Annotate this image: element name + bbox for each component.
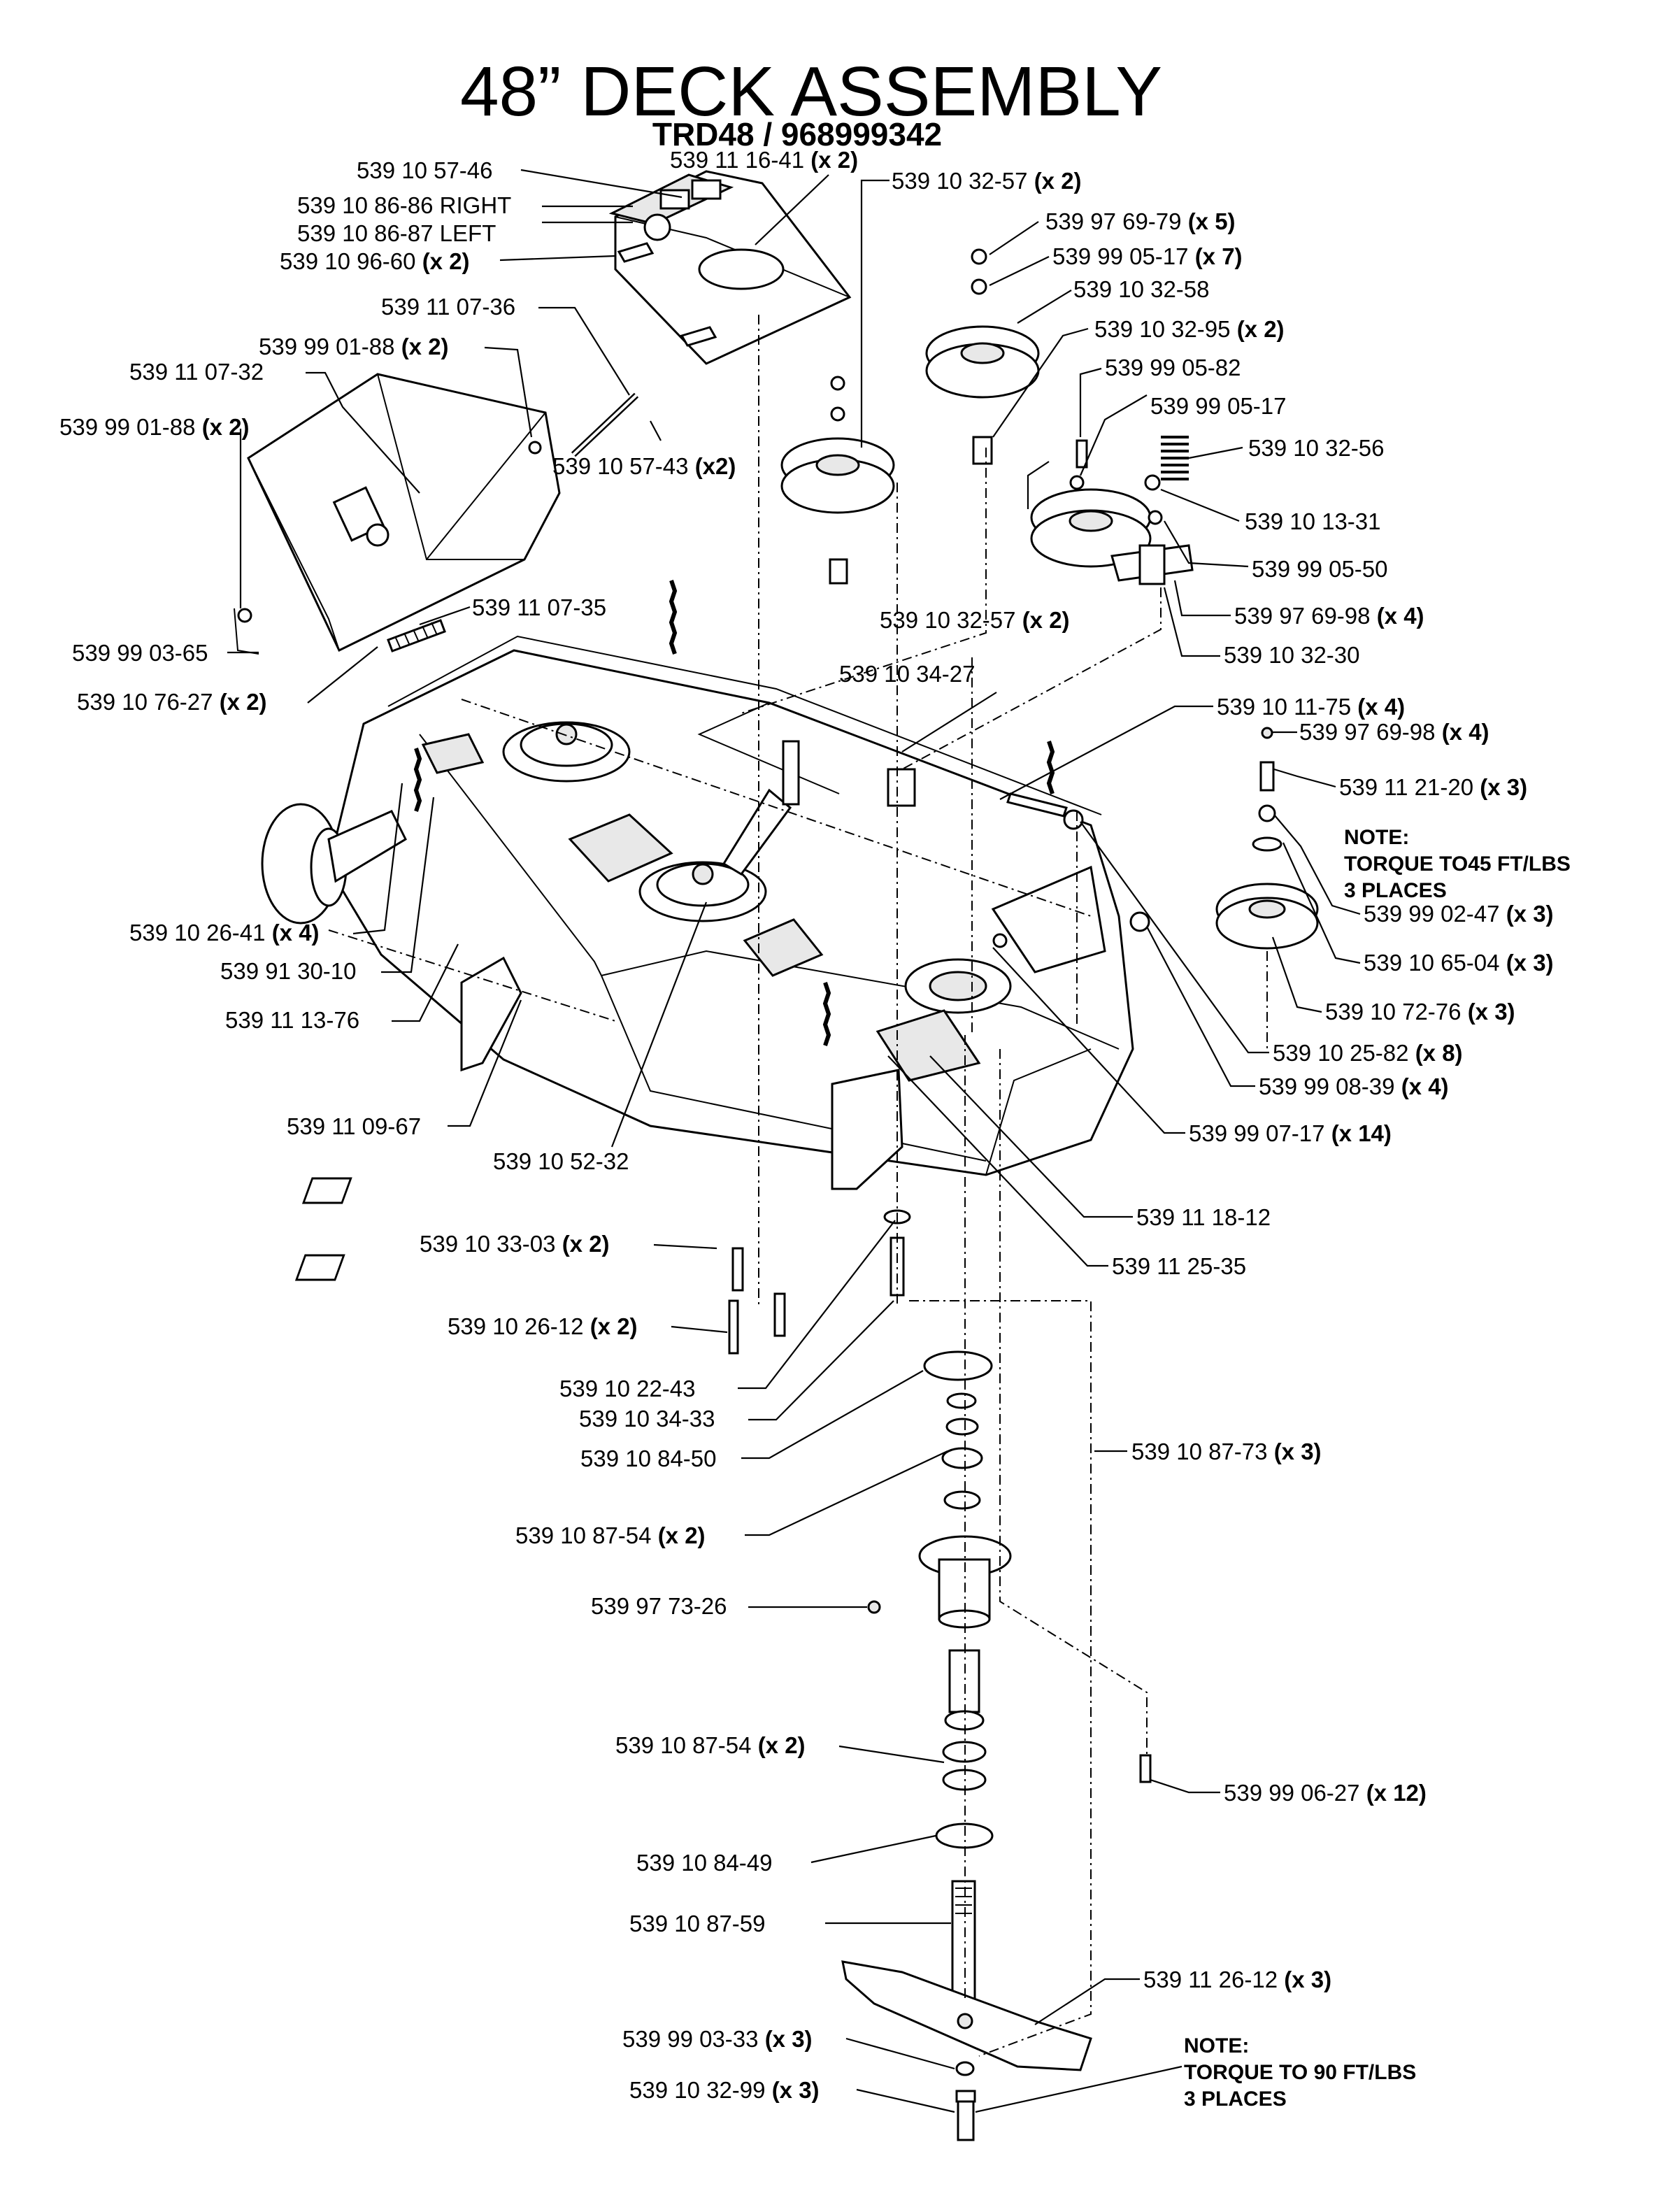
callout-label: 539 10 25-82 (x 8) (1273, 1040, 1463, 1066)
callout-label: 539 10 33-03 (x 2) (420, 1231, 610, 1257)
callout-label: 539 10 65-04 (x 3) (1364, 950, 1554, 976)
callout-label: 539 99 02-47 (x 3) (1364, 901, 1554, 927)
callout-label: 539 97 73-26 (591, 1593, 727, 1619)
callout-label: 539 99 03-65 (72, 640, 208, 666)
callout-label: 539 10 32-99 (x 3) (629, 2077, 820, 2103)
svg-text:3 PLACES: 3 PLACES (1344, 879, 1447, 902)
callout-label: 539 10 57-43 (x2) (552, 453, 736, 479)
callout-label: 539 99 05-17 (x 7) (1052, 243, 1243, 269)
callout-label: 539 10 11-75 (x 4) (1217, 694, 1405, 720)
callout-label: 539 11 07-35 (472, 594, 606, 620)
callout-label: 539 10 34-27 (839, 661, 976, 687)
callout-label: 539 97 69-79 (x 5) (1045, 208, 1236, 234)
callout-label: 539 99 03-33 (x 3) (622, 2026, 813, 2052)
callout-label: 539 10 86-87 LEFT (297, 220, 496, 246)
svg-text:3 PLACES: 3 PLACES (1184, 2088, 1287, 2111)
callout-label: 539 10 84-50 (580, 1446, 717, 1471)
svg-text:NOTE:: NOTE: (1184, 2034, 1249, 2057)
callout-label: 539 91 30-10 (220, 958, 357, 984)
callout-label: 539 97 69-98 (x 4) (1234, 603, 1424, 629)
callout-label: 539 10 87-54 (x 2) (615, 1732, 806, 1758)
callout-label: 539 11 16-41 (x 2) (670, 147, 858, 173)
callout-label: 539 11 07-36 (381, 294, 515, 320)
callout-label: 539 11 26-12 (x 3) (1143, 1967, 1331, 1992)
idler-pulley-assembly (780, 248, 1194, 807)
callout-labels: 539 10 57-46 539 11 16-41 (x 2) 539 10 3… (59, 147, 1554, 2103)
exploded-drawing (234, 170, 1319, 2141)
callout-label: 539 10 87-73 (x 3) (1131, 1439, 1322, 1464)
callout-label: 539 10 32-57 (x 2) (880, 607, 1070, 633)
belt-cover (608, 170, 852, 365)
callout-label: 539 10 87-54 (x 2) (515, 1522, 706, 1548)
callout-label: 539 97 69-98 (x 4) (1299, 719, 1489, 745)
callout-label: 539 11 21-20 (x 3) (1339, 774, 1527, 800)
callout-label: 539 10 32-58 (1073, 276, 1210, 302)
callout-label: 539 10 76-27 (x 2) (77, 689, 267, 715)
mower-deck (261, 580, 1134, 1190)
callout-label: 539 10 32-95 (x 2) (1094, 316, 1285, 342)
callout-label: 539 99 01-88 (x 2) (259, 334, 449, 359)
page-title: 48” DECK ASSEMBLY (460, 52, 1162, 131)
callout-label: 539 10 52-32 (493, 1148, 629, 1174)
leader-lines (227, 169, 1361, 2113)
callout-label: 539 10 32-56 (1248, 435, 1385, 461)
callout-label: 539 10 26-41 (x 4) (129, 920, 320, 946)
callout-label: 539 99 05-82 (1105, 355, 1241, 380)
callout-label: 539 10 32-57 (x 2) (892, 168, 1082, 194)
callout-label: 539 11 18-12 (1136, 1204, 1271, 1230)
callout-label: 539 11 07-32 (129, 359, 264, 385)
callout-label: 539 99 05-50 (1252, 556, 1388, 582)
discharge-chute (247, 373, 561, 652)
callout-label: 539 99 08-39 (x 4) (1259, 1073, 1449, 1099)
callout-label: 539 10 87-59 (629, 1911, 766, 1936)
callout-label: 539 11 13-76 (225, 1007, 359, 1033)
callout-label: 539 99 01-88 (x 2) (59, 414, 250, 440)
callout-label: 539 10 26-12 (x 2) (448, 1313, 638, 1339)
page-subtitle: TRD48 / 968999342 (652, 116, 942, 152)
callout-label: 539 10 13-31 (1245, 508, 1381, 534)
callout-label: 539 10 96-60 (x 2) (280, 248, 470, 274)
callout-label: 539 10 34-33 (579, 1406, 715, 1432)
svg-text:TORQUE TO45 FT/LBS: TORQUE TO45 FT/LBS (1344, 852, 1571, 876)
callout-label: 539 11 25-35 (1112, 1253, 1246, 1279)
torque-note-45: NOTE: TORQUE TO45 FT/LBS 3 PLACES (1344, 826, 1571, 902)
callout-label: 539 10 57-46 (357, 157, 493, 183)
callout-label: 539 11 09-67 (287, 1113, 421, 1139)
callout-label: 539 99 05-17 (1150, 393, 1287, 419)
callout-label: 539 99 06-27 (x 12) (1224, 1780, 1427, 1806)
torque-note-90: NOTE: TORQUE TO 90 FT/LBS 3 PLACES (1184, 2034, 1416, 2111)
callout-label: 539 10 22-43 (559, 1376, 696, 1401)
callout-label: 539 10 72-76 (x 3) (1325, 999, 1515, 1025)
callout-label: 539 10 84-49 (636, 1850, 773, 1876)
spindle-assembly (294, 1177, 1152, 2141)
svg-text:NOTE:: NOTE: (1344, 826, 1409, 849)
callout-label: 539 10 86-86 RIGHT (297, 192, 511, 218)
callout-label: 539 10 32-30 (1224, 642, 1360, 668)
callout-label: 539 99 07-17 (x 14) (1189, 1120, 1392, 1146)
svg-text:TORQUE TO 90 FT/LBS: TORQUE TO 90 FT/LBS (1184, 2061, 1416, 2084)
right-pulley-stack (1215, 727, 1319, 950)
